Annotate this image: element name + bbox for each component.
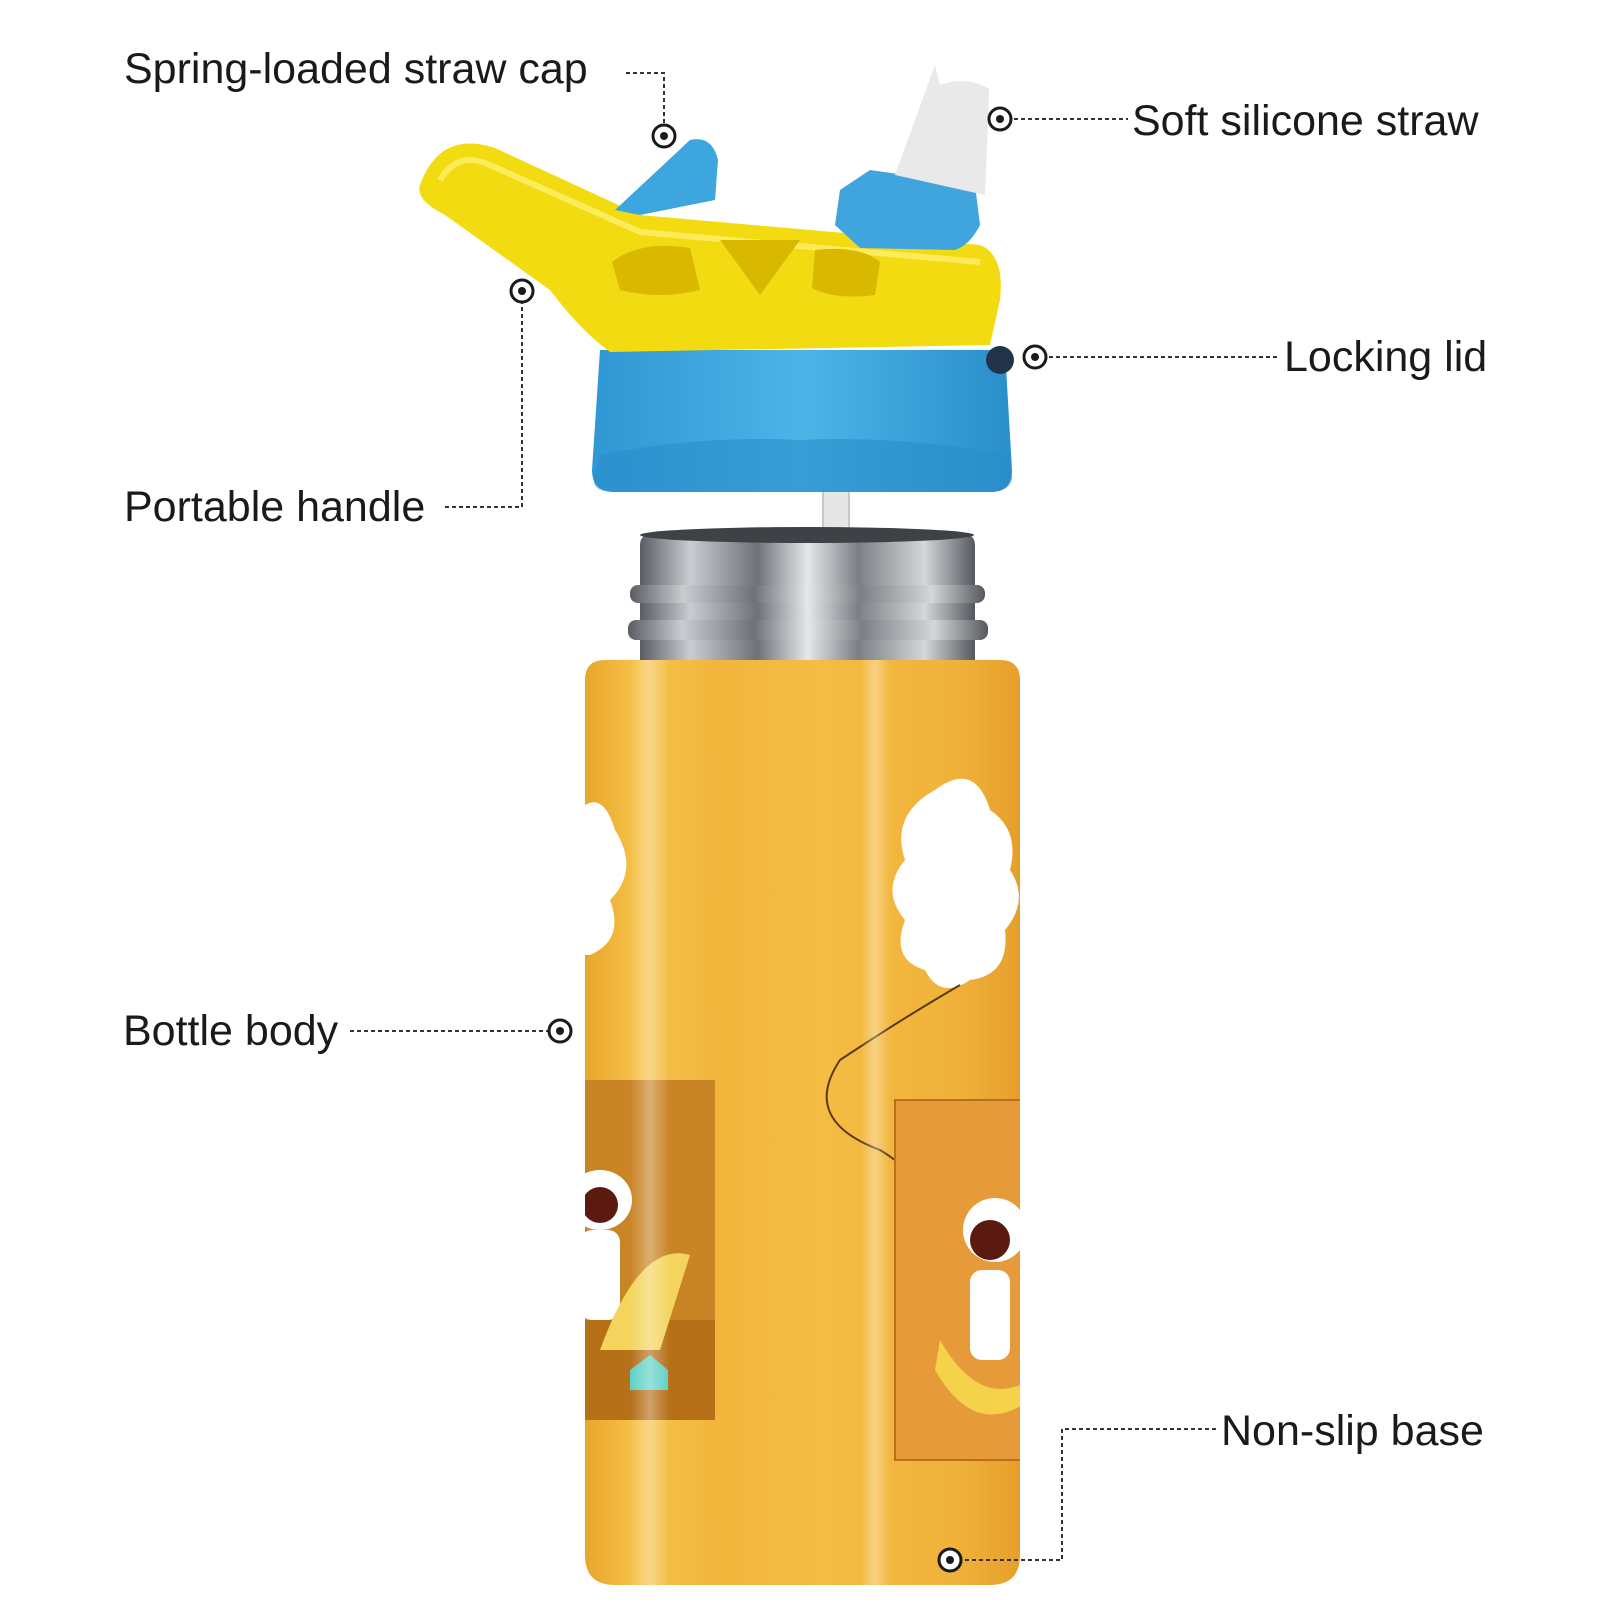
label-locking-lid: Locking lid [1284, 333, 1488, 381]
bottle-body [585, 660, 1020, 1585]
leader-handle [445, 278, 535, 508]
label-non-slip-base: Non-slip base [1221, 1407, 1484, 1455]
label-spring-loaded-straw-cap: Spring-loaded straw cap [124, 45, 588, 93]
locking-lid [592, 346, 1014, 492]
steel-neck [628, 527, 988, 660]
straw-cap-flap [615, 139, 718, 215]
leader-cap [626, 72, 677, 149]
label-portable-handle: Portable handle [124, 483, 426, 531]
leader-base [937, 1428, 1216, 1573]
portable-handle [419, 143, 1001, 352]
leader-straw [987, 106, 1128, 132]
label-bottle-body: Bottle body [123, 1007, 339, 1055]
leader-lid [1022, 344, 1278, 370]
label-soft-silicone-straw: Soft silicone straw [1132, 97, 1479, 145]
lock-button [986, 346, 1014, 374]
silicone-straw [835, 58, 992, 250]
leader-body [350, 1018, 573, 1044]
